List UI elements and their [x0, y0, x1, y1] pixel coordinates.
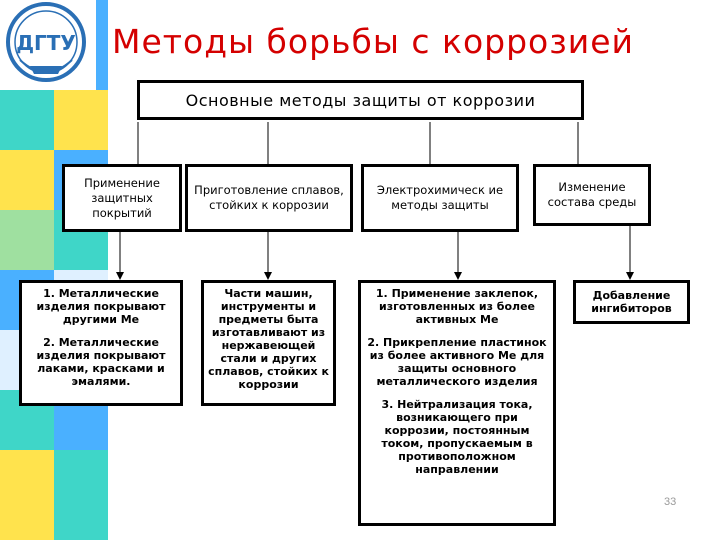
- detail-item: 1. Применение заклепок, изготовленных из…: [375, 287, 539, 326]
- category-corrosion-resistant-alloys: Приготовление сплавов, стойких к коррози…: [185, 164, 353, 232]
- university-logo: ДГТУ: [0, 0, 96, 90]
- page-number: 33: [664, 496, 677, 508]
- detail-box-alloys: Части машин, инструменты и предметы быта…: [201, 280, 336, 406]
- detail-item: 3. Нейтрализация тока, возникающего при …: [381, 398, 533, 476]
- detail-item: 2. Металлические изделия покрывают лакам…: [36, 336, 166, 388]
- category-electrochemical-methods: Электрохимическ ие методы защиты: [361, 164, 519, 232]
- detail-item: 1. Металлические изделия покрывают други…: [36, 287, 166, 326]
- category-label: Электрохимическ ие методы защиты: [376, 183, 504, 212]
- detail-item: Добавление ингибиторов: [591, 289, 672, 315]
- detail-box-inhibitors: Добавление ингибиторов: [573, 280, 690, 324]
- detail-box-coatings: 1. Металлические изделия покрывают други…: [19, 280, 183, 406]
- detail-box-electrochemical: 1. Применение заклепок, изготовленных из…: [358, 280, 556, 526]
- category-environment-change: Изменение состава среды: [533, 164, 651, 226]
- category-protective-coatings: Применение защитных покрытий: [62, 164, 182, 232]
- category-label: Приготовление сплавов, стойких к коррози…: [194, 183, 344, 212]
- detail-item: Части машин, инструменты и предметы быта…: [208, 287, 329, 391]
- category-label: Применение защитных покрытий: [84, 175, 160, 220]
- root-method-box: Основные методы защиты от коррозии: [137, 80, 584, 120]
- category-label: Изменение состава среды: [547, 180, 637, 209]
- detail-item: 2. Прикрепление пластинок из более актив…: [367, 336, 547, 388]
- logo-text: ДГТУ: [16, 31, 76, 55]
- page-title: Методы борьбы с коррозией: [112, 22, 634, 61]
- logo-emblem-icon: ДГТУ: [6, 2, 86, 82]
